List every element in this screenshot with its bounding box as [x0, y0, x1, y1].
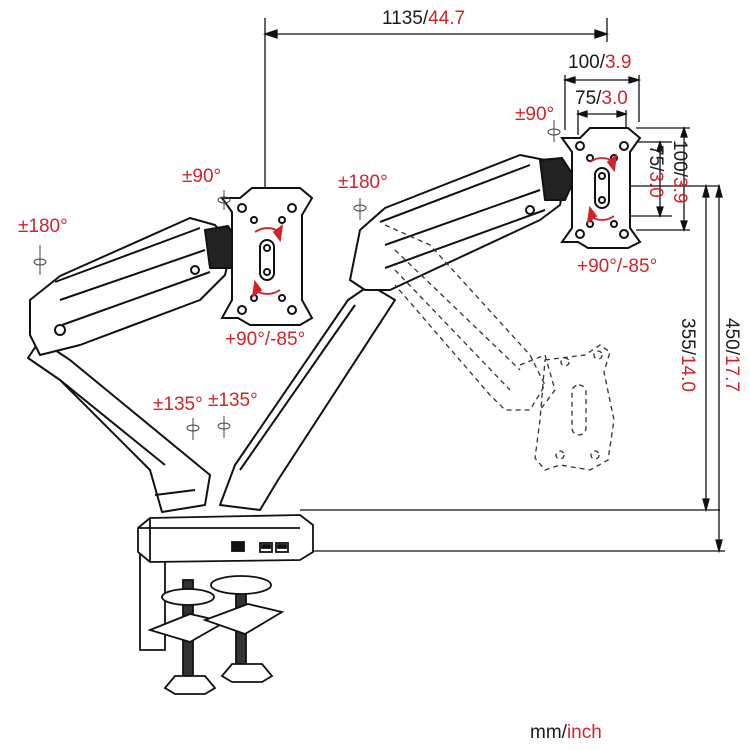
span-sep: /: [423, 8, 429, 29]
right-head-swivel-label: ±90°: [515, 104, 554, 125]
left-vesa-plate: [220, 187, 314, 326]
vesa-75-label: 75/3.0: [575, 88, 628, 109]
span-inch: 44.7: [428, 8, 465, 29]
right-vesa-plate: [560, 127, 642, 249]
center-swivel-label: ±180°: [338, 172, 388, 193]
span-dimension-label: 1135/44.7: [382, 8, 465, 29]
height-450-label: 450/17.7: [721, 318, 742, 392]
vesa-100-label: 100/3.9: [568, 52, 631, 73]
span-mm: 1135: [382, 8, 423, 29]
center-arm: [219, 154, 576, 511]
left-head-swivel-label: ±90°: [182, 166, 221, 187]
left-tilt-arrows: [251, 223, 284, 299]
left-arm: [27, 217, 241, 513]
base-right-swivel-label: ±135°: [208, 390, 258, 411]
units-label: mm/inch: [530, 722, 602, 743]
desk-clamp: [137, 514, 314, 695]
vesa-75-vertical-label: 75/3.0: [645, 145, 666, 198]
vesa-100-vertical-label: 100/3.9: [669, 140, 690, 203]
dashed-arm-lowered: [384, 224, 615, 471]
left-arm-swivel-label: ±180°: [18, 216, 68, 237]
dimension-lines: [262, 18, 725, 554]
base-left-swivel-label: ±135°: [153, 394, 203, 415]
right-tilt-arrows: [586, 153, 618, 225]
right-tilt-label: +90°/-85°: [577, 256, 657, 277]
rotation-markers: [33, 120, 561, 440]
left-tilt-label: +90°/-85°: [225, 329, 305, 350]
height-355-label: 355/14.0: [677, 318, 698, 392]
